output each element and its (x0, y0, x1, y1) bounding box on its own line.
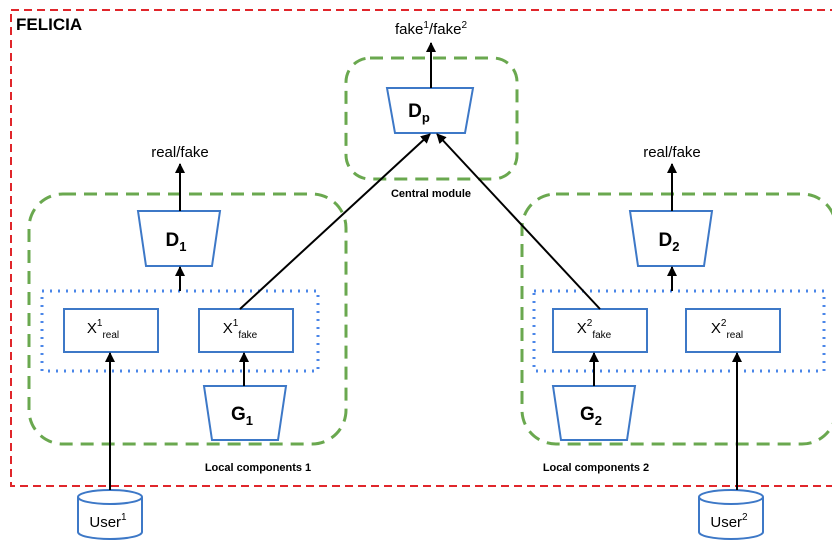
x-fake-label-2: X2fake (577, 318, 612, 341)
user-database-1 (77, 489, 143, 540)
local-generator-2-sub: 2 (595, 413, 602, 428)
central-output-label: fake1/fake2 (395, 20, 467, 38)
local-discriminator-1-label: D1 (166, 230, 187, 254)
x-real-1-main: X (87, 320, 97, 337)
local-data-box-2 (532, 289, 826, 373)
x-real-1-sup: 1 (97, 318, 103, 329)
local-group-2 (520, 192, 832, 446)
x-fake-2-main: X (577, 320, 587, 337)
local-discriminator-2-sub: 2 (672, 239, 679, 254)
local-caption-1: Local components 1 (205, 462, 311, 474)
felicia-frame (10, 9, 832, 487)
x-fake-1-main: X (223, 320, 233, 337)
local-output-1: real/fake (151, 144, 209, 161)
central-discriminator-sub: p (422, 110, 430, 125)
central-output-a-sup: 1 (423, 20, 429, 31)
xfake1-to-dp-arrow (239, 133, 431, 310)
local-discriminator-2-main: D (659, 230, 673, 251)
local-generator-1 (202, 385, 288, 441)
local-output-2: real/fake (643, 144, 701, 161)
user-1-main: User (89, 514, 121, 531)
user-label-1: User1 (89, 512, 127, 531)
central-output-b-sup: 2 (461, 20, 467, 31)
local-discriminator-1 (136, 210, 222, 267)
local-generator-1-main: G (231, 404, 246, 425)
user-1-sup: 1 (121, 512, 127, 523)
central-output-a: fake (395, 21, 423, 38)
x-fake-2-sup: 2 (587, 318, 593, 329)
central-module-caption: Central module (391, 188, 471, 200)
x-real-1-sub: real (102, 330, 119, 341)
local-generator-1-sub: 1 (246, 413, 253, 428)
x-fake-2-sub: fake (592, 330, 611, 341)
local-discriminator-1-sub: 1 (179, 239, 186, 254)
x-fake-1-sup: 1 (233, 318, 239, 329)
central-module-group (344, 56, 519, 181)
user-database-2 (698, 489, 764, 540)
x-real-2-sub: real (726, 330, 743, 341)
user-2-sup: 2 (742, 512, 748, 523)
felicia-title: FELICIA (16, 15, 82, 34)
local-discriminator-1-main: D (166, 230, 180, 251)
user-2-main: User (710, 514, 742, 531)
x-real-2-main: X (711, 320, 721, 337)
local-discriminator-2-label: D2 (659, 230, 680, 254)
local-generator-1-label: G1 (231, 404, 253, 428)
x-real-box-2 (685, 308, 781, 353)
x-fake-label-1: X1fake (223, 318, 258, 341)
xfake2-to-dp-arrow (436, 133, 601, 310)
local-generator-2-main: G (580, 404, 595, 425)
local-group-1 (27, 192, 348, 446)
local-discriminator-2 (628, 210, 714, 267)
central-discriminator (385, 87, 475, 134)
user-label-2: User2 (710, 512, 748, 531)
x-fake-1-sub: fake (238, 330, 257, 341)
x-real-label-1: X1real (87, 318, 119, 341)
central-discriminator-label: Dp (408, 101, 430, 125)
local-generator-2-label: G2 (580, 404, 602, 428)
local-caption-2: Local components 2 (543, 462, 649, 474)
central-output-b: fake (433, 21, 461, 38)
central-discriminator-main: D (408, 101, 422, 122)
x-fake-box-2 (552, 308, 648, 353)
x-real-2-sup: 2 (721, 318, 727, 329)
x-real-label-2: X2real (711, 318, 743, 341)
central-output-sep: / (429, 21, 434, 38)
local-generator-2 (551, 385, 637, 441)
